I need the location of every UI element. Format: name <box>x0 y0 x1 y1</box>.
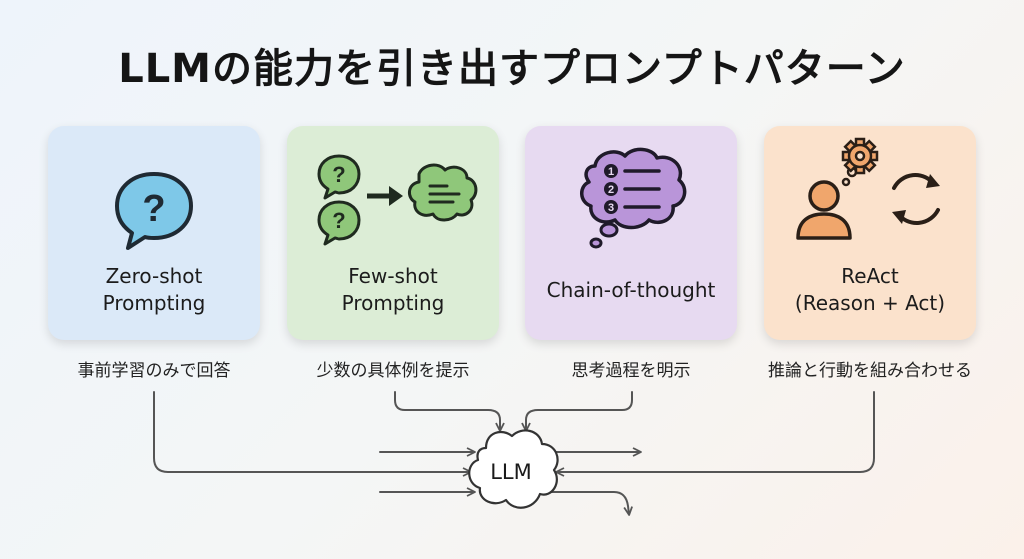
desc-zero-shot: 事前学習のみで回答 <box>77 361 231 381</box>
page-title: LLMの能力を引き出すプロンプトパターン <box>118 46 906 92</box>
card-title-line2: (Reason + Act) <box>794 291 946 315</box>
question-bubble-icon: ? <box>115 172 193 250</box>
card-react: ReAct (Reason + Act) <box>764 126 976 340</box>
card-title-line1: Chain-of-thought <box>546 278 716 302</box>
arrow-chain-of-thought <box>521 391 633 432</box>
card-few-shot: ? ? Few-shot Prompting <box>287 126 499 340</box>
numbered-thought-icon: 1 2 3 <box>580 147 687 249</box>
svg-text:3: 3 <box>608 202 614 214</box>
svg-text:2: 2 <box>608 184 614 196</box>
card-title-line2: Prompting <box>102 291 206 315</box>
svg-text:?: ? <box>332 162 345 187</box>
llm-label: LLM <box>490 460 532 484</box>
card-title-line1: Zero-shot <box>105 264 203 288</box>
arrow-few-shot <box>394 391 505 432</box>
person-gear-cycle-icon <box>796 137 940 240</box>
svg-text:?: ? <box>142 188 165 230</box>
card-title-line1: Few-shot <box>348 264 438 288</box>
desc-chain-of-thought: 思考過程を明示 <box>571 361 691 381</box>
card-title-line1: ReAct <box>841 264 899 288</box>
card-zero-shot: ? Zero-shot Prompting <box>48 126 260 340</box>
svg-text:?: ? <box>332 208 345 233</box>
svg-text:1: 1 <box>608 166 614 178</box>
arrow-react <box>555 391 875 477</box>
llm-cloud-shape <box>468 429 559 509</box>
desc-few-shot: 少数の具体例を提示 <box>316 361 470 381</box>
card-title-line2: Prompting <box>341 291 445 315</box>
arrow-out-bottom <box>549 491 633 516</box>
desc-react: 推論と行動を組み合わせる <box>768 361 972 381</box>
examples-to-cloud-icon: ? ? <box>317 154 478 246</box>
arrow-zero-shot <box>153 391 472 477</box>
card-chain-of-thought: 1 2 3 Chain-of-thought <box>525 126 737 340</box>
